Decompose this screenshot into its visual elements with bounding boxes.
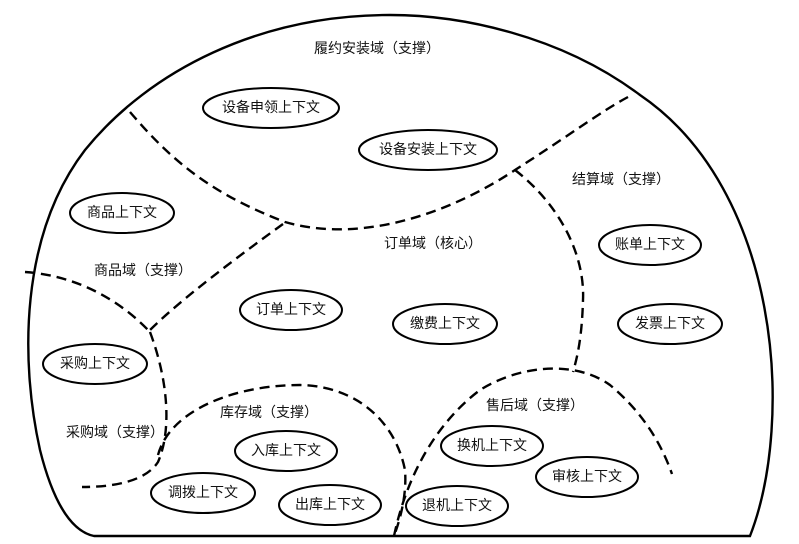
context-label: 订单上下文 [256,302,326,318]
domain-label-after-sales: 售后域（支撑） [486,398,584,414]
divider-purchase-right [81,331,168,489]
domain-label-order: 订单域（核心） [384,236,482,252]
context-purchase: 采购上下文 [42,343,148,385]
context-review: 审核上下文 [535,456,639,498]
context-invoice: 发票上下文 [617,303,723,345]
domain-label-fulfillment: 履约安装域（支撑） [314,41,440,57]
context-transfer: 调拨上下文 [150,472,256,514]
context-label: 账单上下文 [615,237,685,253]
context-stock-in: 入库上下文 [234,430,338,472]
context-label: 设备申领上下文 [222,99,320,116]
context-exchange: 换机上下文 [440,425,544,467]
domain-label-purchase: 采购域（支撑） [66,425,164,441]
context-bill: 账单上下文 [598,224,702,266]
context-label: 入库上下文 [251,443,321,459]
divider-inventory [156,383,407,537]
context-label: 调拨上下文 [168,485,238,501]
context-label: 出库上下文 [295,497,365,513]
system-boundary [27,13,774,538]
context-return: 退机上下文 [405,485,509,527]
domain-label-inventory: 库存域（支撑） [220,405,318,421]
context-label: 设备安装上下文 [379,141,477,158]
domain-label-product: 商品域（支撑） [94,263,192,279]
context-label: 采购上下文 [60,356,130,372]
context-label: 退机上下文 [422,498,492,514]
context-payment: 缴费上下文 [392,303,498,345]
context-label: 缴费上下文 [410,316,480,332]
divider-product-order [149,223,284,331]
divider-after-sales [392,367,674,537]
context-label: 商品上下文 [87,205,157,221]
context-product: 商品上下文 [69,192,175,234]
context-label: 发票上下文 [635,316,705,332]
divider-fulfillment-bottom [129,95,629,231]
divider-purchase-top [24,270,151,333]
context-device-install: 设备安装上下文 [358,129,498,171]
context-device-claim: 设备申领上下文 [202,87,340,129]
context-label: 换机上下文 [457,437,527,454]
domain-label-settlement: 结算域（支撑） [572,172,670,188]
context-stock-out: 出库上下文 [278,484,382,526]
context-label: 审核上下文 [552,469,622,485]
context-order: 订单上下文 [239,289,343,331]
